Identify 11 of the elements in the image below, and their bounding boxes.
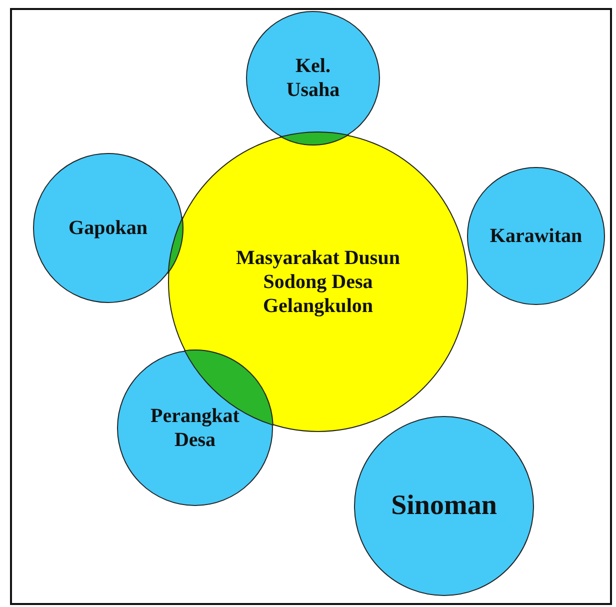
node-label: Masyarakat Dusun Sodong Desa Gelangkulon <box>235 246 401 318</box>
node-label: Gapokan <box>68 216 148 240</box>
node-label: Sinoman <box>390 489 498 523</box>
circle-node <box>117 350 273 506</box>
circle-node <box>467 167 605 305</box>
circle-node <box>246 11 380 145</box>
node-label: Perangkat Desa <box>150 404 240 452</box>
node-label: Karawitan <box>488 224 584 248</box>
circle-node <box>33 153 183 303</box>
node-label: Kel. Usaha <box>285 54 341 102</box>
circle-node <box>354 416 534 596</box>
